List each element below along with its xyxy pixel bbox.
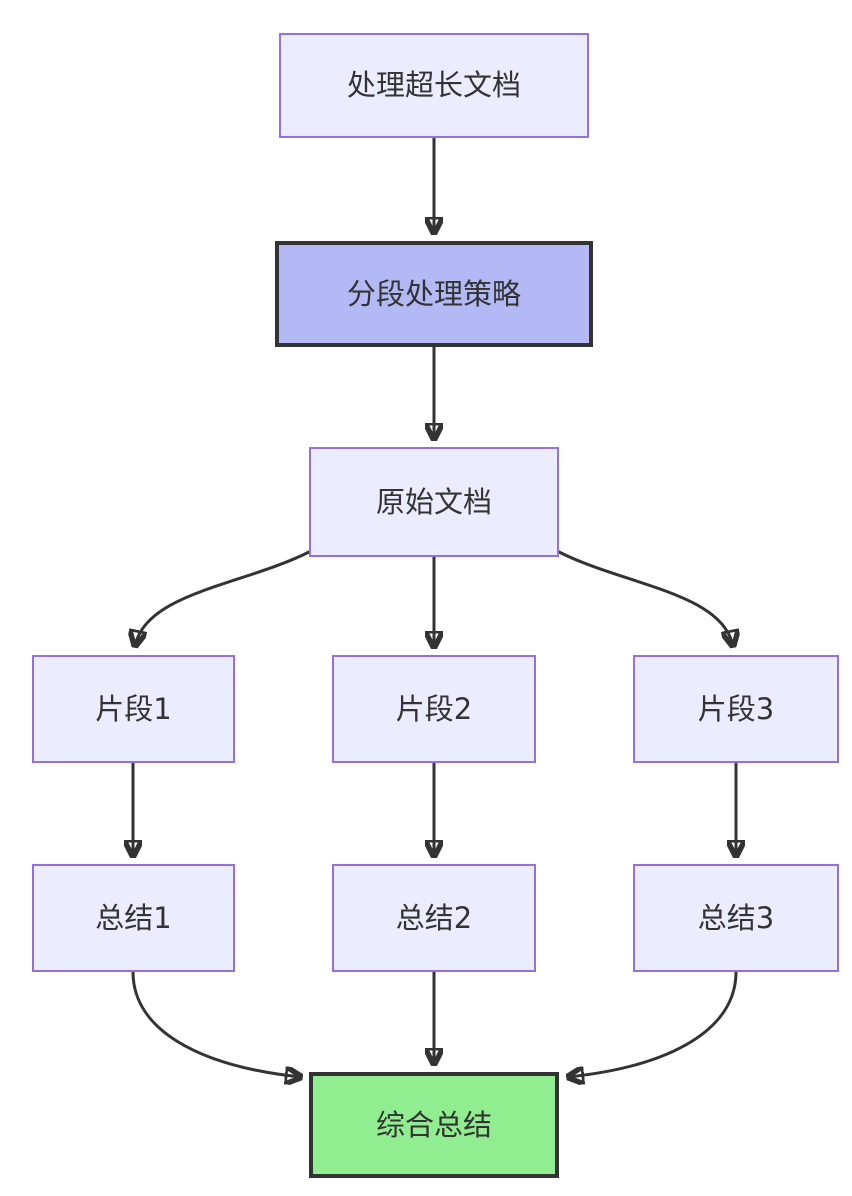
node-original-doc: 原始文档 [309, 447, 559, 557]
node-process-long-doc: 处理超长文档 [279, 33, 589, 138]
node-summary-1-label: 总结1 [95, 900, 172, 935]
edge-original-doc-to-segment-3 [556, 549, 733, 646]
node-segment-3-label: 片段3 [697, 691, 775, 726]
node-segment-1: 片段1 [32, 655, 235, 763]
node-summary-3: 总结3 [633, 864, 839, 972]
node-summary-3-label: 总结3 [697, 900, 775, 935]
node-summary-2-label: 总结2 [395, 900, 473, 935]
edge-summary-3-to-final-summary [568, 971, 738, 1077]
node-segmentation-strategy-label: 分段处理策略 [346, 276, 521, 311]
node-summary-1: 总结1 [32, 864, 235, 972]
node-summary-2: 总结2 [332, 864, 536, 972]
node-segment-2: 片段2 [332, 655, 536, 763]
node-segment-1-label: 片段1 [95, 691, 172, 726]
node-final-summary: 综合总结 [309, 1072, 559, 1178]
edge-summary-1-to-final-summary [131, 971, 301, 1077]
node-segment-3: 片段3 [633, 655, 839, 763]
node-original-doc-label: 原始文档 [375, 484, 492, 519]
node-segmentation-strategy: 分段处理策略 [275, 241, 593, 347]
node-segment-2-label: 片段2 [395, 691, 473, 726]
node-final-summary-label: 综合总结 [375, 1107, 492, 1142]
edge-original-doc-to-segment-1 [135, 549, 312, 646]
node-process-long-doc-label: 处理超长文档 [346, 68, 521, 103]
